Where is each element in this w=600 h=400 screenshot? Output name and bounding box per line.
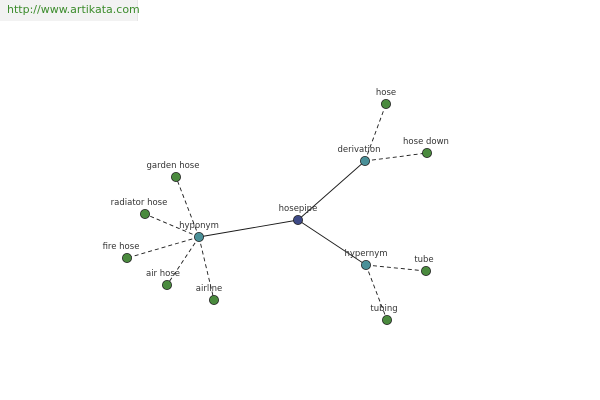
node-label-tube: tube (414, 255, 433, 265)
graph-labels: hosepipe hyponym derivation hypernym garden … (103, 88, 449, 314)
graph-nodes (122, 99, 432, 325)
edge-hyponym-garden-hose (175, 176, 200, 238)
edge-hyponym-air-hose (166, 236, 200, 286)
node-label-derivation: derivation (337, 145, 380, 155)
node-hose[interactable] (380, 99, 391, 110)
source-url-link[interactable]: http://www.artikata.com (7, 3, 140, 16)
node-hosepipe[interactable] (292, 214, 303, 225)
source-watermark: http://www.artikata.com (0, 0, 140, 21)
node-hypernym[interactable] (360, 259, 371, 270)
node-label-hosepipe: hosepipe (279, 204, 318, 214)
node-hose-down[interactable] (421, 147, 432, 158)
node-fire-hose[interactable] (122, 252, 133, 263)
edge-hosepipe-hypernym (297, 219, 367, 266)
node-label-garden-hose: garden hose (147, 161, 200, 171)
node-radiator-hose[interactable] (139, 208, 150, 219)
node-label-hose: hose (376, 88, 396, 98)
edge-hyponym-radiator-hose (144, 213, 200, 238)
node-tube[interactable] (420, 265, 431, 276)
edge-derivation-hose-down (364, 152, 428, 162)
node-label-hose-down: hose down (403, 137, 449, 147)
node-tubing[interactable] (381, 314, 392, 325)
node-hyponym[interactable] (193, 231, 204, 242)
node-label-hyponym: hyponym (179, 221, 219, 231)
edge-hyponym-fire-hose (126, 236, 200, 259)
node-label-fire-hose: fire hose (103, 242, 140, 252)
edge-hosepipe-hyponym (198, 219, 299, 238)
node-label-air-hose: air hose (146, 269, 180, 279)
node-label-hypernym: hypernym (344, 249, 387, 259)
graph-edges (126, 103, 428, 321)
node-air-hose[interactable] (161, 279, 172, 290)
edge-hosepipe-derivation (297, 160, 366, 221)
node-label-airline: airline (196, 284, 222, 294)
node-label-tubing: tubing (370, 304, 397, 314)
edge-hypernym-tubing (365, 264, 388, 321)
node-label-radiator-hose: radiator hose (111, 198, 168, 208)
edge-derivation-hose (364, 103, 387, 162)
edge-hyponym-airline (198, 236, 215, 301)
node-derivation[interactable] (359, 155, 370, 166)
node-garden-hose[interactable] (170, 171, 181, 182)
node-airline[interactable] (208, 294, 219, 305)
edge-hypernym-tube (365, 264, 427, 272)
